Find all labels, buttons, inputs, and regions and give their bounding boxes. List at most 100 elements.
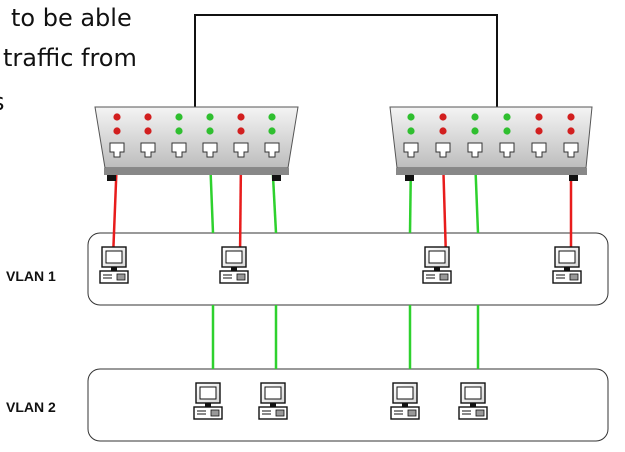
- switch-foot: [272, 175, 281, 181]
- slide-text-line: to be able: [11, 4, 132, 32]
- switch-port: [563, 113, 579, 158]
- ports-layer: [109, 113, 579, 158]
- port-led: [113, 113, 121, 121]
- trunk-link: [194, 14, 498, 110]
- stand: [231, 267, 237, 271]
- switch-port: [109, 113, 125, 158]
- screen: [225, 250, 243, 264]
- computers-layer: [99, 246, 582, 420]
- switch-port: [140, 113, 156, 158]
- switch-foot: [569, 175, 578, 181]
- switch-body: [389, 106, 593, 169]
- port-led: [144, 113, 152, 121]
- disk-icon: [210, 409, 220, 417]
- port-led: [237, 127, 245, 135]
- stand: [270, 403, 276, 407]
- switch-foot: [405, 175, 414, 181]
- port-led: [407, 127, 415, 135]
- vlan1-zone: [87, 232, 609, 306]
- port-led: [206, 127, 214, 135]
- stand: [564, 267, 570, 271]
- computer-icon: [258, 382, 288, 420]
- switch-port: [435, 113, 451, 158]
- slide-text-line: s: [0, 88, 5, 116]
- computer-icon: [193, 382, 223, 420]
- disk-icon: [475, 409, 485, 417]
- port-led: [567, 113, 575, 121]
- port-led: [503, 113, 511, 121]
- switch-body: [94, 106, 299, 169]
- port-jack-icon: [140, 142, 156, 158]
- port-led: [439, 113, 447, 121]
- computer-icon: [422, 246, 452, 284]
- screen: [199, 386, 217, 400]
- stand: [470, 403, 476, 407]
- port-led: [237, 113, 245, 121]
- vlan2-label: VLAN 2: [6, 399, 56, 415]
- port-led: [175, 113, 183, 121]
- stand: [205, 403, 211, 407]
- stand: [402, 403, 408, 407]
- port-jack-icon: [264, 142, 280, 158]
- computer-icon: [99, 246, 129, 284]
- port-led: [268, 113, 276, 121]
- port-jack-icon: [403, 142, 419, 158]
- switch-right: [389, 106, 593, 181]
- switch-base: [396, 168, 587, 175]
- disk-icon: [407, 409, 417, 417]
- port-led: [175, 127, 183, 135]
- switch-port: [467, 113, 483, 158]
- screen: [105, 250, 123, 264]
- disk-icon: [439, 273, 449, 281]
- port-led: [206, 113, 214, 121]
- stand: [434, 267, 440, 271]
- port-led: [535, 127, 543, 135]
- screen: [264, 386, 282, 400]
- port-led: [567, 127, 575, 135]
- port-led: [113, 127, 121, 135]
- switch-foot: [107, 175, 116, 181]
- switch-port: [202, 113, 218, 158]
- switch-port: [233, 113, 249, 158]
- port-jack-icon: [233, 142, 249, 158]
- computer-icon: [552, 246, 582, 284]
- computer-icon: [219, 246, 249, 284]
- switch-port: [531, 113, 547, 158]
- port-led: [503, 127, 511, 135]
- stand: [111, 267, 117, 271]
- switch-port: [499, 113, 515, 158]
- switch-port: [171, 113, 187, 158]
- port-jack-icon: [499, 142, 515, 158]
- port-jack-icon: [109, 142, 125, 158]
- port-led: [407, 113, 415, 121]
- port-led: [471, 113, 479, 121]
- port-jack-icon: [435, 142, 451, 158]
- screen: [428, 250, 446, 264]
- disk-icon: [569, 273, 579, 281]
- port-led: [535, 113, 543, 121]
- screen: [464, 386, 482, 400]
- vlan2-zone: [87, 368, 609, 442]
- port-led: [471, 127, 479, 135]
- disk-icon: [275, 409, 285, 417]
- port-led: [144, 127, 152, 135]
- port-jack-icon: [467, 142, 483, 158]
- disk-icon: [116, 273, 126, 281]
- port-jack-icon: [171, 142, 187, 158]
- port-led: [439, 127, 447, 135]
- computer-icon: [458, 382, 488, 420]
- disk-icon: [236, 273, 246, 281]
- slide-text-line: traffic from: [3, 44, 137, 72]
- switch-port: [403, 113, 419, 158]
- port-jack-icon: [202, 142, 218, 158]
- port-led: [268, 127, 276, 135]
- screen: [396, 386, 414, 400]
- port-jack-icon: [531, 142, 547, 158]
- computer-icon: [390, 382, 420, 420]
- port-jack-icon: [563, 142, 579, 158]
- slide-text-fragment: to be able traffic from s: [0, 0, 200, 125]
- vlan1-label: VLAN 1: [6, 268, 56, 284]
- switch-base: [104, 168, 289, 175]
- switch-port: [264, 113, 280, 158]
